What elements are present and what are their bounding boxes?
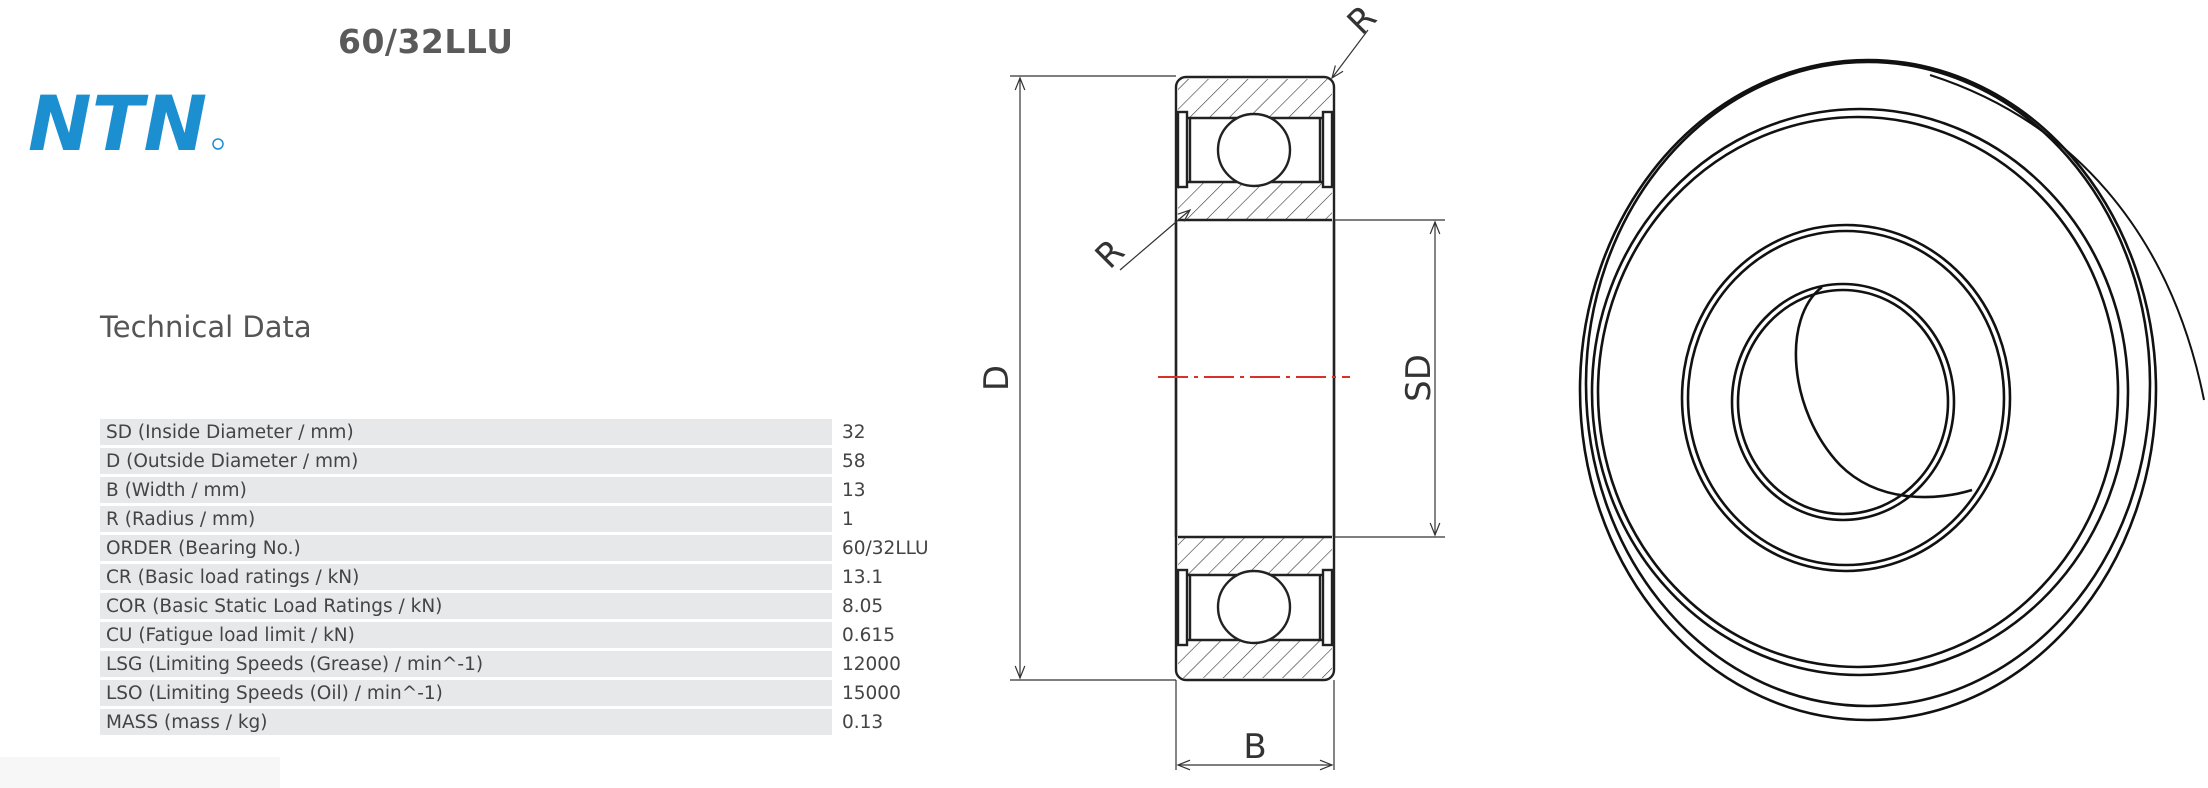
spec-label: MASS (mass / kg) (100, 709, 832, 735)
technical-data-table: SD (Inside Diameter / mm) 32 D (Outside D… (100, 416, 942, 738)
part-number-heading: 60/32LLU (338, 22, 514, 61)
spec-label: LSG (Limiting Speeds (Grease) / min^-1) (100, 651, 832, 677)
spec-label: LSO (Limiting Speeds (Oil) / min^-1) (100, 680, 832, 706)
spec-value: 12000 (842, 653, 901, 675)
spec-value: 32 (842, 421, 866, 443)
spec-label: B (Width / mm) (100, 477, 832, 503)
footer-shade (0, 757, 280, 788)
table-row: ORDER (Bearing No.) 60/32LLU (100, 535, 942, 561)
ball-top (1216, 112, 1292, 188)
table-row: COR (Basic Static Load Ratings / kN) 8.05 (100, 593, 942, 619)
table-row: B (Width / mm) 13 (100, 477, 942, 503)
spec-value: 15000 (842, 682, 901, 704)
dimension-label-d: D (977, 365, 1017, 391)
perspective-view (1578, 58, 2205, 722)
registered-mark-icon (212, 138, 224, 150)
spec-label: D (Outside Diameter / mm) (100, 448, 832, 474)
ntn-logo-mark: NTN (28, 79, 224, 168)
section-title: Technical Data (100, 310, 312, 344)
table-row: LSG (Limiting Speeds (Grease) / min^-1) 1… (100, 651, 942, 677)
logo-wordmark: NTN (28, 82, 207, 162)
spec-value: 58 (842, 450, 866, 472)
spec-value: 1 (842, 508, 854, 530)
spec-label: ORDER (Bearing No.) (100, 535, 832, 561)
spec-value: 13 (842, 479, 866, 501)
table-row: SD (Inside Diameter / mm) 32 (100, 419, 942, 445)
ntn-logo: NTN (28, 79, 233, 168)
dimension-label-r-left: R (1088, 232, 1133, 277)
spec-label: COR (Basic Static Load Ratings / kN) (100, 593, 832, 619)
spec-value: 13.1 (842, 566, 884, 588)
spec-value: 8.05 (842, 595, 884, 617)
spec-label: SD (Inside Diameter / mm) (100, 419, 832, 445)
dimension-label-sd: SD (1399, 354, 1439, 402)
dimension-label-r-top: R (1340, 0, 1385, 43)
table-row: LSO (Limiting Speeds (Oil) / min^-1) 1500… (100, 680, 942, 706)
table-row: R (Radius / mm) 1 (100, 506, 942, 532)
dimension-label-b: B (1243, 727, 1266, 767)
dimension-lines (1010, 29, 1445, 771)
spec-value: 0.13 (842, 711, 884, 733)
table-row: D (Outside Diameter / mm) 58 (100, 448, 942, 474)
ball-bottom (1216, 569, 1292, 645)
table-row: CR (Basic load ratings / kN) 13.1 (100, 564, 942, 590)
spec-value: 60/32LLU (842, 537, 929, 559)
cross-section-view (1174, 75, 1336, 682)
spec-label: CU (Fatigue load limit / kN) (100, 622, 832, 648)
spec-label: CR (Basic load ratings / kN) (100, 564, 832, 590)
spec-label: R (Radius / mm) (100, 506, 832, 532)
table-row: CU (Fatigue load limit / kN) 0.615 (100, 622, 942, 648)
table-row: MASS (mass / kg) 0.13 (100, 709, 942, 735)
spec-value: 0.615 (842, 624, 895, 646)
